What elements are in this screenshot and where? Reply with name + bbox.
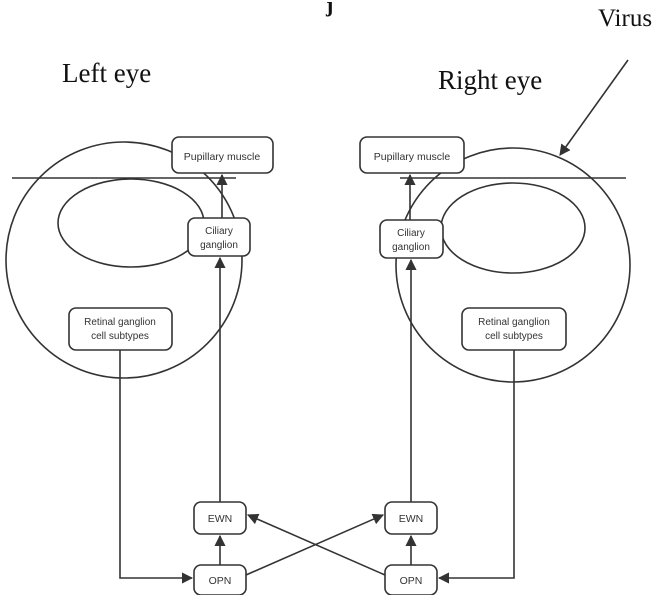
right-pupillary-muscle-box xyxy=(359,136,465,174)
right-opn-label: OPN xyxy=(400,575,423,587)
right-ciliary-ganglion-label-2: ganglion xyxy=(392,242,430,253)
left-pupillary-muscle-box xyxy=(171,136,274,174)
right-retinal-ganglion-label-1: Retinal ganglion xyxy=(478,317,550,328)
right-ciliary-ganglion-box xyxy=(379,219,444,259)
virus-label: Virus xyxy=(598,5,652,32)
left-ciliary-ganglion-box xyxy=(187,217,251,257)
left-retinal-ganglion-box xyxy=(68,307,173,351)
left-ewn-label: EWN xyxy=(208,513,233,525)
left-eye: Pupillary muscle Ciliary ganglion Retina… xyxy=(5,136,274,596)
right-pupillary-muscle-label: Pupillary muscle xyxy=(374,151,451,163)
left-retinal-ganglion-label-1: Retinal ganglion xyxy=(84,317,156,328)
left-pupillary-muscle-label: Pupillary muscle xyxy=(184,151,261,163)
right-opn-to-left-ewn-arrow xyxy=(246,513,386,576)
left-ciliary-ganglion-label-2: ganglion xyxy=(200,240,238,251)
right-eye-lens xyxy=(440,182,586,274)
left-eye-lens xyxy=(57,178,205,268)
cropped-title-fragment: j xyxy=(325,0,333,17)
left-ciliary-ganglion-label-1: Ciliary xyxy=(205,226,233,237)
right-retinal-ganglion-label-2: cell subtypes xyxy=(485,331,543,342)
right-eye-title: Right eye xyxy=(438,65,542,95)
left-opn-to-right-ewn-arrow xyxy=(245,513,385,576)
right-eye-globe xyxy=(395,147,631,383)
left-eye-title: Left eye xyxy=(62,58,151,88)
left-eye-globe xyxy=(5,141,243,379)
right-retina-to-opn-path xyxy=(437,350,515,584)
virus-arrow xyxy=(559,59,629,156)
left-opn-label: OPN xyxy=(209,575,232,587)
right-eye: Pupillary muscle Ciliary ganglion Retina… xyxy=(359,136,631,596)
left-retinal-ganglion-label-2: cell subtypes xyxy=(91,331,149,342)
right-ewn-label: EWN xyxy=(399,513,424,525)
left-retina-to-opn-path xyxy=(119,350,194,584)
right-retinal-ganglion-box xyxy=(461,307,567,351)
right-ciliary-ganglion-label-1: Ciliary xyxy=(397,228,425,239)
